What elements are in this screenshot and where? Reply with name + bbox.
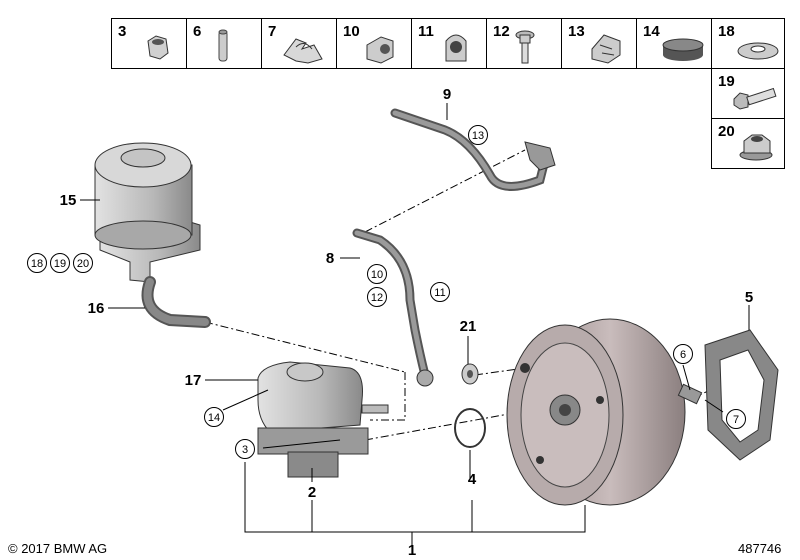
spring-clip-icon xyxy=(283,38,323,64)
circled-label-19: 19 xyxy=(50,253,70,273)
part-number: 18 xyxy=(718,23,735,40)
part-cell-7[interactable]: 7 xyxy=(261,18,337,69)
cap-icon xyxy=(662,38,704,61)
part-cell-12[interactable]: 12 xyxy=(486,18,562,69)
part-number: 10 xyxy=(343,23,360,40)
circled-label-10: 10 xyxy=(367,264,387,284)
pin-icon xyxy=(218,29,228,62)
circled-label-6: 6 xyxy=(673,344,693,364)
washer-icon xyxy=(737,42,779,60)
svg-text:19: 19 xyxy=(54,258,66,270)
circled-label-14: 14 xyxy=(204,407,224,427)
circled-label-11: 11 xyxy=(430,282,450,302)
part-number: 11 xyxy=(418,23,434,40)
svg-text:18: 18 xyxy=(31,258,43,270)
part-number: 14 xyxy=(643,23,660,40)
label-part-21: 21 xyxy=(460,318,477,335)
svg-text:7: 7 xyxy=(733,414,739,426)
part-cell-14[interactable]: 14 xyxy=(636,18,712,69)
svg-text:14: 14 xyxy=(208,412,220,424)
svg-text:3: 3 xyxy=(242,444,248,456)
label-part-4: 4 xyxy=(468,471,477,488)
label-part-2: 2 xyxy=(308,484,316,501)
circled-label-7: 7 xyxy=(726,409,746,429)
label-part-1: 1 xyxy=(408,542,416,559)
label-part-5: 5 xyxy=(745,289,753,306)
svg-text:6: 6 xyxy=(680,349,686,361)
part-cell-3[interactable]: 3 xyxy=(111,18,187,69)
hex-nut-icon xyxy=(147,35,169,60)
hose-clip-icon xyxy=(445,34,467,62)
circled-label-13: 13 xyxy=(468,125,488,145)
circled-label-3: 3 xyxy=(235,439,255,459)
copyright: © 2017 BMW AG xyxy=(8,541,108,556)
part-number: 13 xyxy=(568,23,585,40)
collar-bolt-icon xyxy=(733,87,777,110)
flange-nut-icon xyxy=(739,134,773,161)
label-part-15: 15 xyxy=(60,192,77,209)
circled-label-20: 20 xyxy=(73,253,93,273)
svg-text:11: 11 xyxy=(434,287,445,299)
part-cell-11[interactable]: 11 xyxy=(411,18,487,69)
part-number: 12 xyxy=(493,23,510,40)
circled-label-18: 18 xyxy=(27,253,47,273)
label-part-17: 17 xyxy=(185,372,202,389)
part-number: 7 xyxy=(268,23,277,40)
label-part-8: 8 xyxy=(326,250,334,267)
svg-text:10: 10 xyxy=(371,269,383,281)
circled-label-12: 12 xyxy=(367,287,387,307)
bolt-icon xyxy=(515,30,535,64)
image-number: 487746 xyxy=(738,541,782,556)
svg-text:12: 12 xyxy=(371,292,383,304)
svg-text:13: 13 xyxy=(472,130,484,142)
part-cell-10[interactable]: 10 xyxy=(336,18,412,69)
cable-clip-icon xyxy=(591,34,621,64)
part-cell-18[interactable]: 18 xyxy=(711,18,785,69)
bracket-clip-icon xyxy=(366,36,394,64)
label-part-16: 16 xyxy=(88,300,105,317)
part-cell-20[interactable]: 20 xyxy=(711,118,785,169)
part-number: 20 xyxy=(718,123,735,140)
part-number: 6 xyxy=(193,23,202,40)
part-number: 3 xyxy=(118,23,127,40)
part-number: 19 xyxy=(718,73,735,90)
svg-text:20: 20 xyxy=(77,258,89,270)
label-part-9: 9 xyxy=(443,86,451,103)
